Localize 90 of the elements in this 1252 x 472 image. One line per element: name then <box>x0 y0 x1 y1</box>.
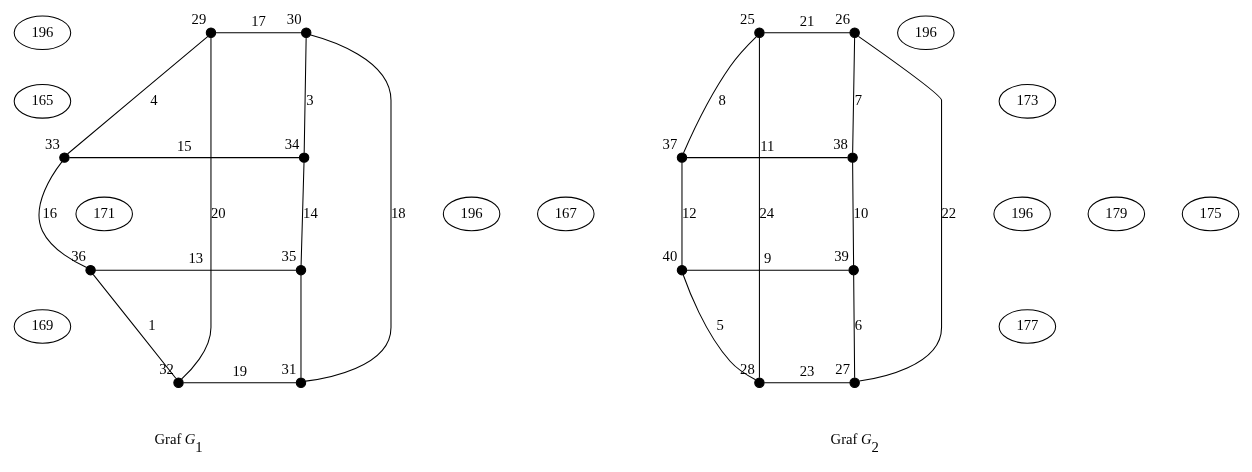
node-label: 37 <box>662 135 677 152</box>
edge-label: 21 <box>799 12 814 29</box>
edge-label: 13 <box>187 250 203 267</box>
connector <box>857 35 942 382</box>
edge-label: 22 <box>941 204 956 221</box>
edge-label: 23 <box>799 362 814 379</box>
edge-label: 8 <box>718 92 726 109</box>
edge-label: 7 <box>854 92 862 109</box>
connector <box>68 157 300 159</box>
edge-label: 4 <box>149 92 158 109</box>
connector <box>682 274 756 381</box>
connector <box>758 37 760 379</box>
node-circle <box>753 377 765 388</box>
node-ellipse: 167 <box>536 196 595 232</box>
connector <box>180 37 211 380</box>
node-ellipse: 196 <box>13 15 71 51</box>
node-circle <box>172 377 184 388</box>
node-ellipse: 175 <box>1181 196 1239 232</box>
edge-label: 15 <box>176 137 192 154</box>
connector <box>685 157 848 159</box>
node-ellipse: 196 <box>896 15 955 51</box>
node-label: 26 <box>834 11 850 28</box>
edge-label: 24 <box>758 204 774 221</box>
node-circle <box>848 27 860 38</box>
connector <box>66 35 208 155</box>
node-circle <box>300 27 311 38</box>
connector <box>685 269 849 271</box>
node-ellipse: 173 <box>998 84 1056 119</box>
edge-label: 1 <box>147 317 155 334</box>
edge-label: 18 <box>390 204 406 221</box>
node-label: 36 <box>70 248 86 265</box>
node-circle <box>676 152 687 163</box>
node-circle <box>753 27 765 38</box>
node-label: 31 <box>281 361 296 378</box>
connector <box>763 32 850 34</box>
node-circle <box>58 152 70 163</box>
node-label: 25 <box>739 11 755 28</box>
connector <box>680 161 682 266</box>
node-circle <box>295 377 306 388</box>
node-label: 35 <box>281 248 296 265</box>
node-ellipse: 171 <box>74 196 133 232</box>
connector <box>92 273 176 379</box>
node-circle <box>205 27 216 38</box>
edge-label: 5 <box>716 317 724 334</box>
node-ellipse: 177 <box>998 309 1056 344</box>
edge-label: 3 <box>305 92 314 109</box>
node-circle <box>298 152 309 163</box>
connector <box>304 34 391 382</box>
connector <box>182 382 297 384</box>
node-label: 33 <box>44 135 60 152</box>
node-circle <box>848 377 860 388</box>
edge-label: 19 <box>231 362 247 379</box>
connector <box>38 161 87 268</box>
edge-label: 9 <box>763 250 771 267</box>
node-label: 34 <box>284 135 299 152</box>
edge-label: 14 <box>302 204 318 221</box>
edge-label: 11 <box>759 137 774 154</box>
node-ellipse: 196 <box>442 196 500 232</box>
edge-label: 10 <box>853 204 868 221</box>
node-ellipse: 179 <box>1087 196 1145 232</box>
node-label: 27 <box>834 361 850 378</box>
node-circle <box>295 264 306 276</box>
node-ellipse: 165 <box>13 84 71 119</box>
edge-label: 20 <box>210 204 226 221</box>
connector <box>300 161 305 266</box>
node-label: 40 <box>662 248 677 265</box>
connector <box>852 274 855 379</box>
node-circle <box>846 152 858 163</box>
edge-label: 6 <box>854 317 862 334</box>
connector <box>851 161 854 266</box>
connector <box>763 382 850 384</box>
node-label: 38 <box>832 135 848 152</box>
node-label: 30 <box>286 11 301 28</box>
node-label: 39 <box>833 248 849 265</box>
connector <box>299 274 301 379</box>
node-label: 28 <box>739 361 755 378</box>
node-ellipse: 169 <box>13 309 71 344</box>
edge-label: 16 <box>41 204 57 221</box>
connector <box>303 37 307 154</box>
node-circle <box>847 264 859 276</box>
connector <box>682 36 757 154</box>
connector <box>214 32 302 34</box>
connector <box>94 269 296 271</box>
connector <box>851 37 855 154</box>
node-label: 29 <box>191 11 206 28</box>
node-circle <box>84 264 96 276</box>
edge-label: 17 <box>250 12 266 29</box>
node-ellipse: 196 <box>992 196 1051 232</box>
node-circle <box>676 264 687 276</box>
edge-label: 12 <box>681 204 697 221</box>
